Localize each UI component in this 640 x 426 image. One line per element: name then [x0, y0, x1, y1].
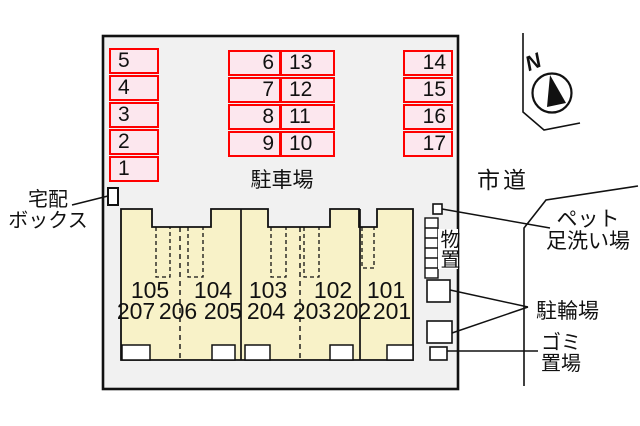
parking-space: 14: [403, 50, 453, 76]
parking-space: 8: [228, 104, 281, 130]
parking-space: 7: [228, 77, 281, 103]
garbage-label: ゴミ 置場: [538, 333, 584, 375]
unit-number: 201: [372, 298, 412, 324]
parking-space: 15: [403, 77, 453, 103]
pet-wash-label-line1: ペット: [556, 208, 620, 231]
parking-space: 11: [280, 104, 335, 130]
parking-space: 1: [109, 156, 159, 182]
unit-number: 102: [313, 277, 353, 303]
unit-number: 104: [193, 277, 233, 303]
delivery-box-label-line1: 宅配: [28, 189, 68, 211]
parking-space: 2: [109, 129, 159, 155]
parking-space: 16: [403, 104, 453, 130]
unit-number: 203: [292, 298, 332, 324]
pet-wash-label-line2: 足洗い場: [546, 230, 630, 253]
delivery-box-label-line2: ボックス: [8, 210, 88, 232]
compass: [531, 72, 573, 114]
callout-lines: [71, 195, 551, 352]
storage-label: 物置: [437, 229, 459, 269]
road-boundary-upper: [522, 33, 581, 131]
parking-area-label: 駐車場: [250, 169, 314, 192]
unit-number: 101: [366, 277, 406, 303]
parking-space: 5: [109, 48, 159, 74]
unit-number: 105: [130, 277, 170, 303]
parking-space: 12: [280, 77, 335, 103]
unit-divider-solid: [240, 209, 361, 360]
parking-space: 3: [109, 102, 159, 128]
unit-divider-dashed: [179, 227, 301, 360]
unit-number: 202: [332, 298, 372, 324]
parking-space: 9: [228, 131, 281, 157]
bicycle-parking-label: 駐輪場: [536, 300, 599, 323]
garbage-station: [429, 346, 448, 361]
bicycle-parking-2: [426, 320, 453, 344]
building-outline: [120, 208, 414, 361]
parking-space: 4: [109, 75, 159, 101]
parking-space: 13: [280, 50, 335, 76]
parking-space: 6: [228, 50, 281, 76]
unit-number: 204: [246, 298, 286, 324]
unit-number: 103: [248, 277, 288, 303]
pet-wash-station: [432, 203, 443, 215]
dashed-overhang-lines: [155, 227, 375, 278]
parking-space: 17: [403, 131, 453, 157]
road-label: 市道: [477, 167, 529, 193]
unit-number: 207: [116, 298, 156, 324]
road-boundary-lower: [523, 185, 639, 386]
pet-wash-label: ペット 足洗い場: [542, 209, 634, 253]
entrance-porches: [121, 344, 414, 361]
garbage-label-line1: ゴミ: [541, 332, 581, 354]
parking-space: 10: [280, 131, 335, 157]
bicycle-parking-1: [426, 279, 451, 303]
delivery-box-label: 宅配 ボックス: [0, 190, 96, 232]
garbage-label-line2: 置場: [541, 353, 581, 375]
delivery-box: [107, 187, 119, 206]
unit-number: 206: [158, 298, 198, 324]
unit-number: 205: [203, 298, 243, 324]
